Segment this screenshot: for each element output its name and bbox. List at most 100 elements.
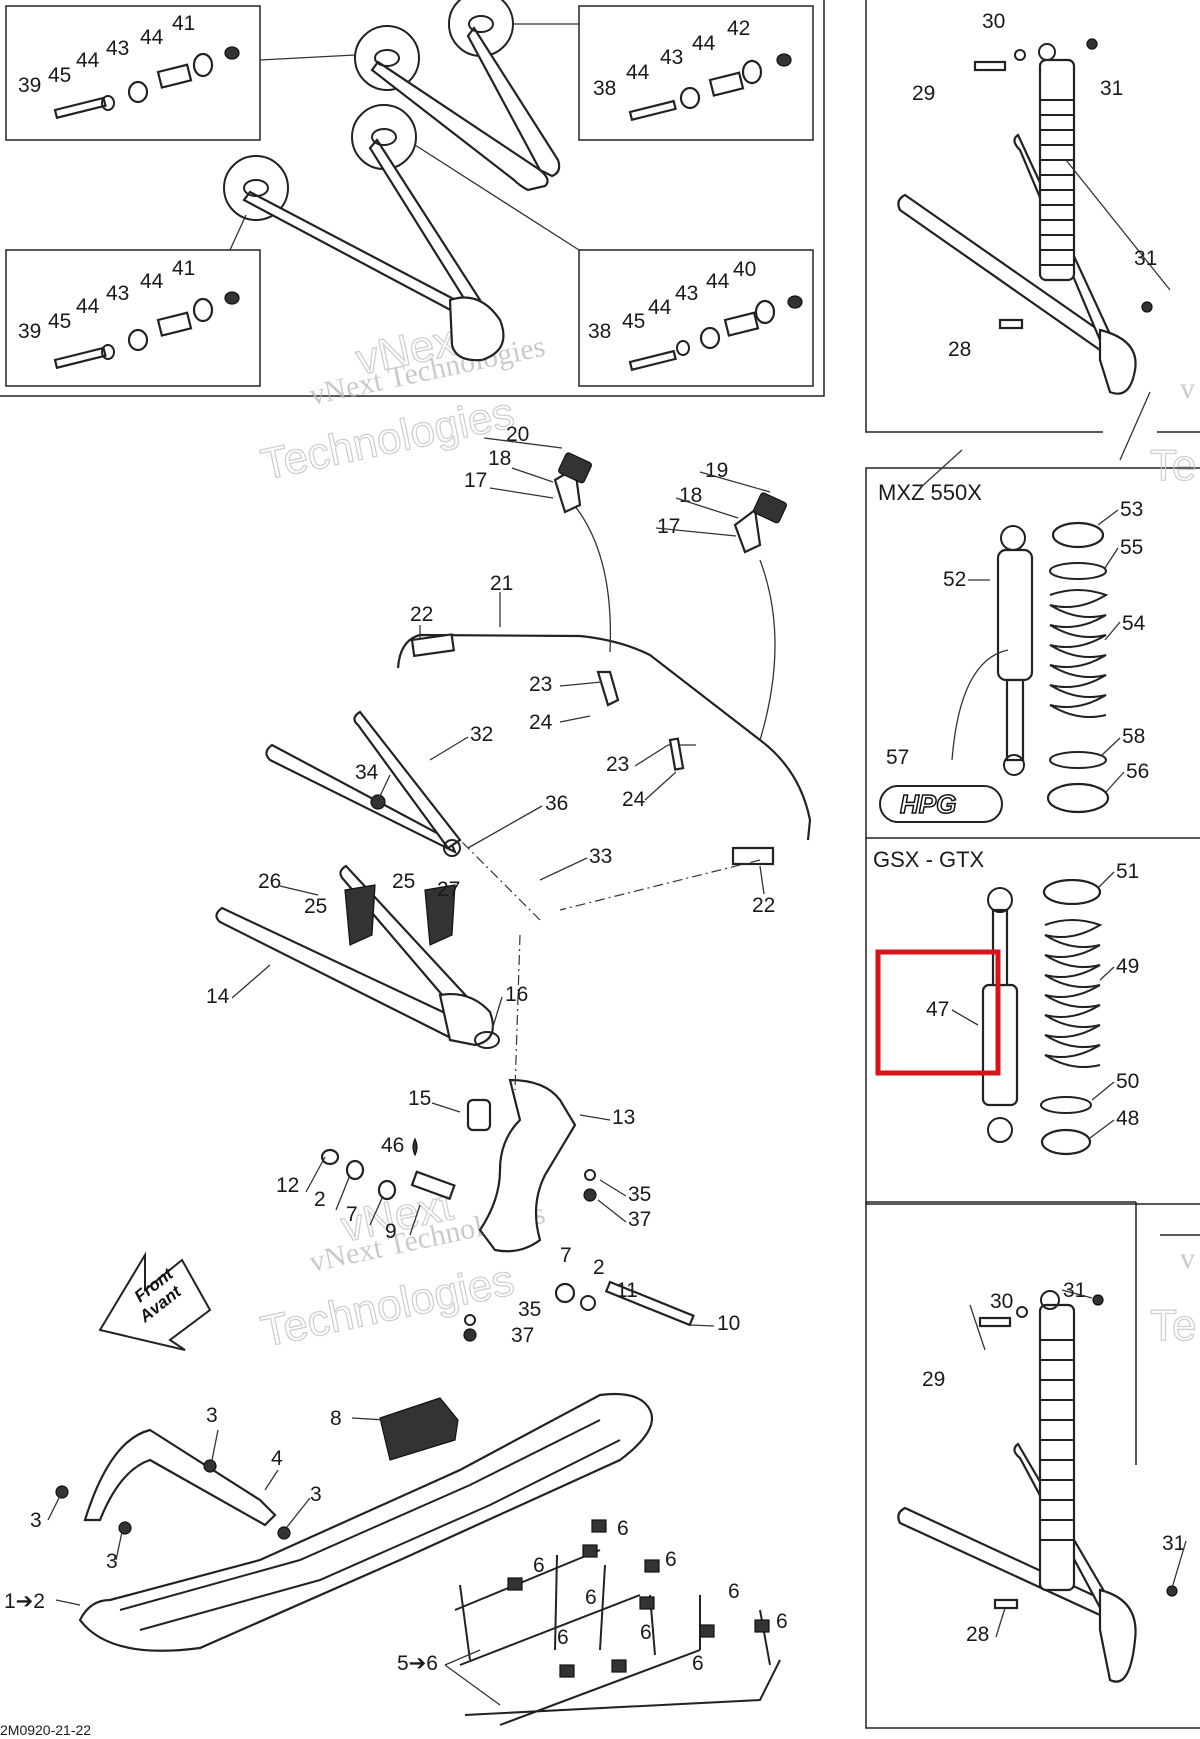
upper-a-arm bbox=[265, 710, 462, 857]
callout-45: 45 bbox=[48, 64, 71, 87]
nut bbox=[224, 46, 240, 60]
washer bbox=[101, 344, 115, 360]
spindle-knuckle bbox=[1098, 328, 1137, 395]
callout-30: 30 bbox=[982, 10, 1005, 33]
shock-absorber-body bbox=[996, 548, 1034, 682]
callout-9: 9 bbox=[385, 1220, 397, 1243]
callout-10: 10 bbox=[717, 1312, 740, 1335]
nut bbox=[370, 794, 386, 810]
callout-16: 16 bbox=[505, 983, 528, 1006]
callout-6: 6 bbox=[640, 1621, 652, 1644]
coil-spring bbox=[1044, 919, 1103, 1068]
shock-assembly-top bbox=[897, 38, 1171, 461]
callout-31: 31 bbox=[1100, 77, 1123, 100]
callout-6: 6 bbox=[692, 1652, 704, 1675]
spindle bbox=[320, 934, 695, 1342]
shock-bottom-frame bbox=[865, 1201, 1200, 1729]
nut bbox=[1092, 1294, 1104, 1306]
nut bbox=[787, 295, 803, 309]
watermark-edge-3: v bbox=[1180, 1242, 1195, 1275]
callout-39: 39 bbox=[18, 320, 41, 343]
callout-24: 24 bbox=[529, 711, 553, 734]
washer bbox=[676, 340, 690, 356]
callout-28: 28 bbox=[948, 338, 971, 361]
callout-26: 26 bbox=[258, 870, 281, 893]
callout-48: 48 bbox=[1116, 1107, 1139, 1130]
screw bbox=[277, 1526, 291, 1540]
ski-ridge bbox=[139, 1439, 621, 1631]
leader-line bbox=[259, 54, 356, 61]
upper-arm-tube bbox=[265, 743, 458, 855]
bushing bbox=[741, 59, 763, 85]
bracket-link-line bbox=[759, 559, 776, 741]
bushing-rubber bbox=[753, 492, 787, 524]
callout-4: 4 bbox=[271, 1447, 283, 1470]
callout-44: 44 bbox=[76, 295, 100, 318]
callout-49: 49 bbox=[1116, 955, 1139, 978]
washer bbox=[1014, 49, 1026, 61]
callout-37: 37 bbox=[511, 1324, 534, 1347]
bushing bbox=[127, 328, 149, 352]
sway-bar-tube bbox=[396, 633, 812, 841]
bushing-rubber bbox=[558, 452, 592, 484]
arm-knuckle bbox=[438, 993, 494, 1047]
spring-seat bbox=[1040, 1128, 1092, 1156]
callout-6: 6 bbox=[557, 1626, 569, 1649]
highlight-box-part-47[interactable] bbox=[875, 949, 1001, 1076]
spacer-ring bbox=[1049, 562, 1107, 580]
callout-24: 24 bbox=[622, 788, 646, 811]
ski bbox=[55, 1392, 781, 1726]
callout-58: 58 bbox=[1122, 725, 1145, 748]
carbide-nut bbox=[507, 1577, 523, 1591]
hardware-stack-top-left bbox=[53, 46, 240, 120]
arm-bracket bbox=[424, 884, 456, 946]
o-ring bbox=[474, 1031, 500, 1049]
shock-assembly-bottom bbox=[897, 1290, 1178, 1683]
sleeve bbox=[708, 71, 745, 97]
shock-body bbox=[1038, 1303, 1076, 1592]
callout-5-to-6: 5➔6 bbox=[397, 1652, 438, 1675]
nut bbox=[224, 291, 240, 305]
bracket-link-line bbox=[559, 489, 612, 653]
spring-seat bbox=[1046, 782, 1110, 814]
gsx-panel-title: GSX - GTX bbox=[873, 847, 985, 872]
callout-21: 21 bbox=[490, 572, 513, 595]
callout-29: 29 bbox=[922, 1368, 945, 1391]
callout-18: 18 bbox=[679, 484, 702, 507]
shock-eye bbox=[987, 1117, 1013, 1143]
runner-studs bbox=[459, 1554, 771, 1666]
direction-arrow-icon bbox=[98, 1251, 212, 1351]
callout-45: 45 bbox=[622, 310, 645, 333]
nut bbox=[1141, 301, 1153, 313]
ball-joint-stud bbox=[466, 1098, 492, 1132]
screw bbox=[118, 1521, 132, 1535]
callout-46: 46 bbox=[381, 1134, 404, 1157]
mxz-panel-title: MXZ 550X bbox=[878, 480, 982, 505]
bushing bbox=[127, 80, 149, 104]
centerline bbox=[559, 859, 761, 911]
spacer-ring bbox=[1049, 751, 1107, 769]
bushing bbox=[754, 299, 776, 325]
callout-37: 37 bbox=[628, 1208, 651, 1231]
nut bbox=[1086, 38, 1098, 50]
ball-joint bbox=[443, 839, 461, 857]
callout-leaders bbox=[47, 437, 1187, 1706]
leader-line bbox=[1119, 391, 1151, 461]
callout-41: 41 bbox=[172, 12, 195, 35]
a-arm-tube bbox=[897, 193, 1112, 352]
sway-bar bbox=[396, 452, 812, 921]
callout-44: 44 bbox=[692, 32, 716, 55]
callout-6: 6 bbox=[665, 1548, 677, 1571]
callout-7: 7 bbox=[346, 1203, 358, 1226]
callout-45: 45 bbox=[48, 310, 71, 333]
callout-32: 32 bbox=[470, 723, 493, 746]
gsx-gtx-panel: GSX - GTX bbox=[873, 847, 1103, 1156]
detail-box-parts bbox=[53, 46, 803, 372]
callout-44: 44 bbox=[706, 270, 730, 293]
bracket bbox=[733, 508, 762, 554]
sleeve bbox=[156, 311, 193, 337]
callout-43: 43 bbox=[106, 282, 129, 305]
callout-23: 23 bbox=[529, 673, 552, 696]
callout-52: 52 bbox=[943, 568, 966, 591]
bushing bbox=[468, 15, 494, 33]
